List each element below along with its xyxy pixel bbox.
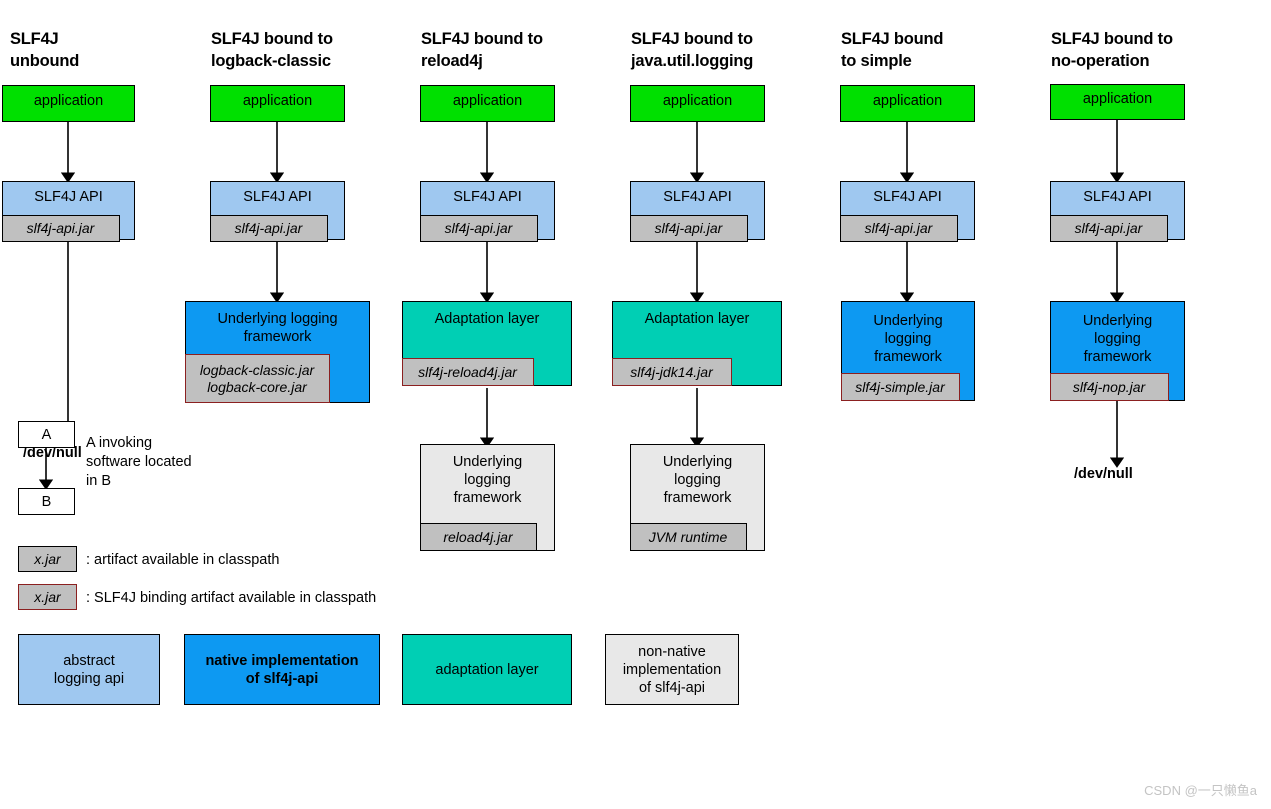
legend-color-adaptation-layer: adaptation layer bbox=[402, 634, 572, 705]
node-slf4j-api-jul: SLF4J API slf4j-api.jar bbox=[629, 181, 765, 242]
node-underlying-nop: Underlying logging framework slf4j-nop.j… bbox=[1049, 301, 1185, 401]
node-application-nop: application bbox=[1050, 84, 1185, 120]
jar-badge-binding: slf4j-simple.jar bbox=[840, 373, 960, 401]
node-adaptation-reload4j: Adaptation layer slf4j-reload4j.jar bbox=[401, 301, 572, 386]
node-label: application bbox=[872, 93, 943, 109]
jar-badge: slf4j-api.jar bbox=[209, 215, 328, 242]
jar-badge: slf4j-api.jar bbox=[839, 215, 958, 242]
node-underlying-jul: Underlying logging framework JVM runtime bbox=[629, 444, 765, 551]
terminal-devnull-nop: /dev/null bbox=[1074, 466, 1133, 482]
node-application-logback: application bbox=[210, 85, 345, 122]
node-label: SLF4J API bbox=[873, 189, 942, 205]
jar-badge: slf4j-api.jar bbox=[629, 215, 748, 242]
node-label: Underlying logging framework bbox=[662, 454, 733, 506]
column-title-logback-classic: SLF4J bound to logback-classic bbox=[211, 30, 333, 70]
csdn-watermark: CSDN @一只懒鱼a bbox=[1144, 783, 1257, 798]
node-label: SLF4J API bbox=[34, 189, 103, 205]
jar-badge-binding: slf4j-nop.jar bbox=[1049, 373, 1169, 401]
node-label: application bbox=[242, 93, 313, 109]
node-label: Adaptation layer bbox=[644, 311, 750, 327]
node-underlying-reload4j: Underlying logging framework reload4j.ja… bbox=[419, 444, 555, 551]
legend-artifact-description: : artifact available in classpath bbox=[86, 552, 280, 568]
legend-node-b: B bbox=[18, 488, 75, 515]
legend-node-a: A bbox=[18, 421, 75, 448]
jar-badge-binding: slf4j-jdk14.jar bbox=[611, 358, 732, 386]
node-label: SLF4J API bbox=[243, 189, 312, 205]
node-label: Adaptation layer bbox=[434, 311, 540, 327]
node-application-reload4j: application bbox=[420, 85, 555, 122]
jar-badge: slf4j-api.jar bbox=[1, 215, 120, 242]
node-label: SLF4J API bbox=[453, 189, 522, 205]
node-underlying-logback: Underlying logging framework logback-cla… bbox=[184, 301, 370, 403]
jar-badge: slf4j-api.jar bbox=[1049, 215, 1168, 242]
node-label: Underlying logging framework bbox=[217, 311, 338, 345]
node-slf4j-api-nop: SLF4J API slf4j-api.jar bbox=[1049, 181, 1185, 242]
jar-badge: JVM runtime bbox=[629, 523, 747, 551]
jar-badge: reload4j.jar bbox=[419, 523, 537, 551]
node-label: application bbox=[1082, 91, 1153, 107]
legend-color-native-impl: native implementation of slf4j-api bbox=[184, 634, 380, 705]
node-label: SLF4J API bbox=[1083, 189, 1152, 205]
jar-badge-binding: logback-classic.jar logback-core.jar bbox=[184, 354, 330, 403]
legend-swatch-binding-artifact: x.jar bbox=[18, 584, 77, 610]
node-label: application bbox=[452, 93, 523, 109]
node-slf4j-api-unbound: SLF4J API slf4j-api.jar bbox=[1, 181, 135, 242]
column-title-no-operation: SLF4J bound to no-operation bbox=[1051, 30, 1173, 70]
column-title-unbound: SLF4J unbound bbox=[10, 30, 80, 70]
column-title-simple: SLF4J bound to simple bbox=[841, 30, 944, 70]
column-title-reload4j: SLF4J bound to reload4j bbox=[421, 30, 543, 70]
legend-swatch-artifact: x.jar bbox=[18, 546, 77, 572]
node-application-simple: application bbox=[840, 85, 975, 122]
node-adaptation-jul: Adaptation layer slf4j-jdk14.jar bbox=[611, 301, 782, 386]
legend-color-abstract-api: abstract logging api bbox=[18, 634, 160, 705]
terminal-devnull-unbound: /dev/null bbox=[23, 445, 82, 461]
node-slf4j-api-reload4j: SLF4J API slf4j-api.jar bbox=[419, 181, 555, 242]
column-title-java-util-logging: SLF4J bound to java.util.logging bbox=[631, 30, 754, 70]
jar-badge-binding: slf4j-reload4j.jar bbox=[401, 358, 534, 386]
node-label: Underlying logging framework bbox=[1082, 313, 1153, 365]
node-label: application bbox=[662, 93, 733, 109]
legend-arrow-description: A invoking software located in B bbox=[86, 435, 192, 489]
node-application-unbound: application bbox=[2, 85, 135, 122]
jar-badge: slf4j-api.jar bbox=[419, 215, 538, 242]
node-label: Underlying logging framework bbox=[452, 454, 523, 506]
legend-color-non-native-impl: non-native implementation of slf4j-api bbox=[605, 634, 739, 705]
node-application-jul: application bbox=[630, 85, 765, 122]
node-slf4j-api-logback: SLF4J API slf4j-api.jar bbox=[209, 181, 345, 242]
node-underlying-simple: Underlying logging framework slf4j-simpl… bbox=[840, 301, 975, 401]
legend-binding-artifact-description: : SLF4J binding artifact available in cl… bbox=[86, 590, 377, 606]
node-slf4j-api-simple: SLF4J API slf4j-api.jar bbox=[839, 181, 975, 242]
node-label: SLF4J API bbox=[663, 189, 732, 205]
node-label: application bbox=[33, 93, 104, 109]
node-label: Underlying logging framework bbox=[873, 313, 943, 365]
